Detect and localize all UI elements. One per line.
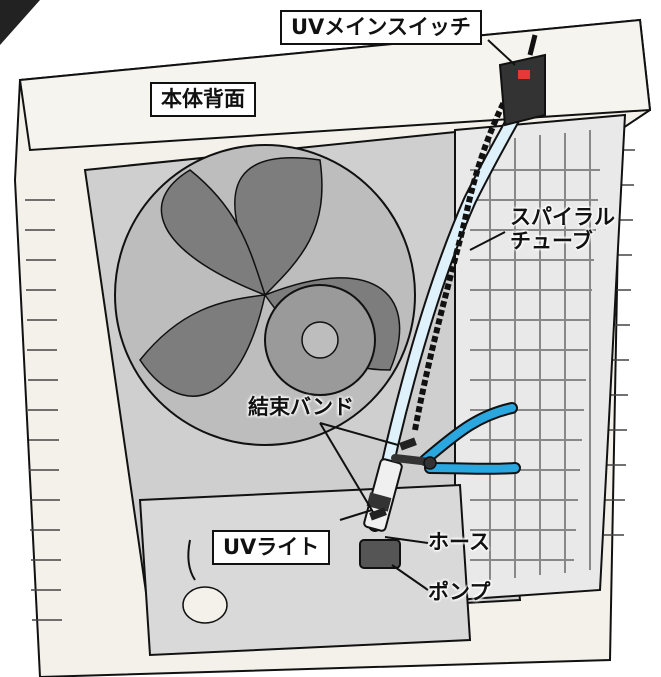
switch-indicator: [518, 70, 530, 79]
leader-pump: [391, 564, 429, 591]
pump: [359, 539, 401, 569]
leader-hose: [384, 536, 429, 544]
cable-tie: [399, 437, 417, 451]
corner-mark: [0, 0, 40, 45]
fan: [114, 144, 416, 446]
leader-spiral: [469, 231, 506, 251]
leader-uv-light: [339, 509, 373, 521]
cable-tie: [369, 507, 387, 521]
unit-back-label: 本体背面: [150, 82, 256, 117]
leader-ties: [319, 422, 399, 513]
spiral-tube-label-line2: チューブ: [510, 229, 593, 254]
uv-switch: [498, 34, 546, 127]
hose-label: ホース: [428, 530, 490, 554]
leader-lines: [319, 39, 516, 591]
leader-switch: [487, 39, 516, 66]
spiral-tube: [412, 98, 508, 431]
pump-label: ポンプ: [428, 580, 491, 604]
bottom-tray: [138, 483, 472, 657]
uv-main-switch-label: UVメインスイッチ: [280, 10, 482, 45]
pliers: [391, 402, 521, 475]
cable-ties-label: 結束バンド: [248, 395, 355, 419]
spiral-tube-label-line1: スパイラル: [510, 205, 615, 229]
left-vents: [25, 199, 62, 621]
right-ribs: [604, 149, 635, 536]
spiral-tube-label: スパイラル チューブ: [510, 205, 615, 253]
uv-light-label: UVライト: [212, 530, 331, 565]
